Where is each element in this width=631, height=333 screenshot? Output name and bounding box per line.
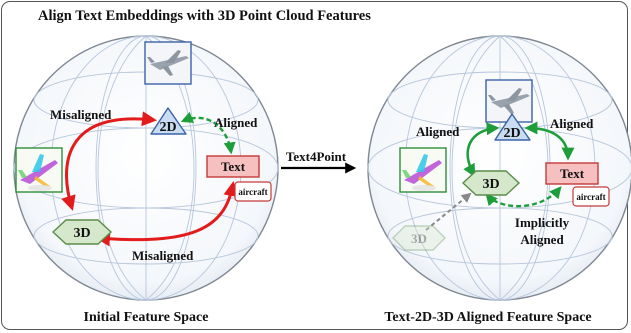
label-misaligned-top: Misaligned [50,107,112,122]
label-aligned-left: Aligned [214,115,258,130]
node-2d-right: 2D [494,113,531,141]
left-edges [61,111,239,247]
label-implicitly-aligned: Aligned [520,232,564,247]
label-aligned-right-right: Aligned [550,116,594,131]
right-caption: Text-2D-3D Aligned Feature Space [384,310,591,325]
node-3d-faded: 3D [392,225,446,251]
node-2d-left: 2D [150,107,187,135]
aligned-arrow-2d-3d [463,122,500,178]
left-caption: Initial Feature Space [84,310,209,325]
transition-label: Text4Point [286,149,347,164]
svg-text:3D: 3D [73,226,90,241]
node-text-right: Text aircraft [545,162,610,207]
node-3d-right: 3D [461,170,521,196]
implicit-arrow-3d-text [485,186,562,208]
misaligned-arrow-3d-text [95,181,239,247]
text-tag-aircraft: aircraft [576,192,605,202]
airplane-photo-icon [485,79,533,123]
aligned-arrow-2d-text [524,121,575,161]
node-3d-left: 3D [51,219,113,245]
svg-text:2D: 2D [159,120,176,135]
label-misaligned-bottom: Misaligned [132,248,194,263]
airplane-pointcloud-icon [399,147,447,193]
label-implicitly: Implicitly [515,215,570,230]
aligned-arrow-2d-text [180,111,236,155]
svg-text:Text: Text [221,159,246,174]
svg-text:3D: 3D [411,231,427,246]
label-aligned-right-left: Aligned [416,124,460,139]
svg-text:3D: 3D [482,177,499,192]
node-text-left: Text aircraft [206,155,272,202]
right-edges [425,121,575,231]
misaligned-arrow-2d-3d [61,111,157,211]
transition-arrow: Text4Point [281,149,357,174]
figure-title: Align Text Embeddings with 3D Point Clou… [38,8,371,24]
svg-text:2D: 2D [503,126,520,141]
airplane-pointcloud-icon [15,147,63,193]
svg-text:Text: Text [560,166,585,181]
airplane-photo-icon [144,41,192,85]
text-tag-aircraft: aircraft [238,187,267,197]
shift-arrow-3d [425,192,472,231]
